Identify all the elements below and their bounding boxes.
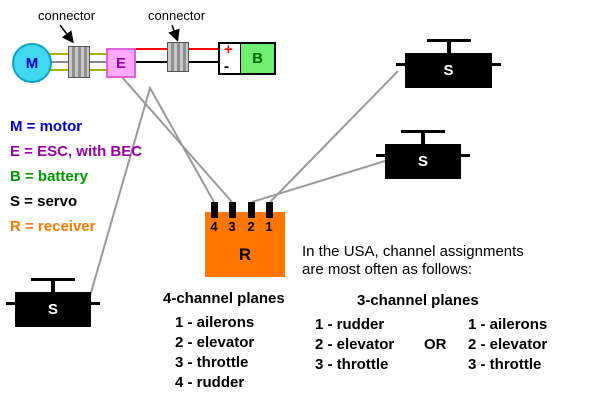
servo-mount-tab	[91, 302, 100, 305]
connector-callout-1: connector	[38, 8, 96, 23]
four-channel-item: 4 - rudder	[175, 374, 245, 391]
motor: M	[12, 43, 52, 83]
connector-arrow-2	[168, 24, 180, 42]
battery-cell: B	[240, 44, 274, 73]
receiver-pin-2	[248, 202, 255, 218]
servo-mount-tab	[376, 154, 385, 157]
connector-block-2	[167, 42, 189, 72]
connector-block-1	[68, 46, 90, 78]
wire-esc-to-receiver	[120, 75, 233, 203]
legend-item-servo: S = servo	[10, 193, 78, 210]
servo-mount-tab	[6, 302, 15, 305]
receiver-pin-number: 2	[247, 219, 255, 234]
servo-body: S	[405, 53, 492, 88]
servo-label: S	[417, 153, 428, 170]
esc-label: E	[115, 54, 126, 72]
four-channel-title: 4-channel planes	[163, 290, 285, 307]
receiver	[205, 212, 285, 277]
wire-servo1-to-receiver	[269, 70, 399, 203]
receiver-pin-4	[211, 202, 218, 218]
receiver-pin-number: 1	[265, 219, 273, 234]
four-channel-item: 2 - elevator	[175, 334, 255, 351]
esc: E	[106, 48, 136, 78]
servo-mount-tab	[461, 154, 470, 157]
servo-mount-tab	[396, 63, 405, 66]
three-channel-right-item: 3 - throttle	[468, 356, 542, 373]
usa-note-line-2: are most often as follows:	[302, 261, 473, 278]
receiver-label: R	[238, 245, 252, 264]
battery-minus-sign: -	[224, 58, 229, 75]
servo-mount-tab	[492, 63, 501, 66]
usa-note-line-1: In the USA, channel assignments	[302, 243, 524, 260]
motor-label: M	[25, 54, 39, 72]
battery: + - B	[218, 41, 276, 75]
battery-terminals: + -	[220, 41, 240, 75]
battery-plus-sign: +	[224, 41, 233, 58]
four-channel-item: 1 - ailerons	[175, 314, 255, 331]
wire-servo2-to-receiver	[251, 160, 386, 203]
three-channel-title: 3-channel planes	[357, 292, 479, 309]
servo-label: S	[47, 301, 58, 318]
receiver-pin-number: 3	[228, 219, 236, 234]
three-channel-left-item: 1 - rudder	[315, 316, 385, 333]
legend-item-esc: E = ESC, with BEC	[10, 143, 143, 160]
legend-item-receiver: R = receiver	[10, 218, 96, 235]
servo-horn-stem	[421, 131, 425, 144]
receiver-pin-1	[266, 202, 273, 218]
servo-label: S	[443, 62, 454, 79]
servo-body: S	[385, 144, 461, 179]
servo-body: S	[15, 292, 91, 327]
connector-arrow-1	[59, 24, 74, 44]
four-channel-item: 3 - throttle	[175, 354, 249, 371]
three-channel-left-item: 3 - throttle	[315, 356, 389, 373]
receiver-pin-number: 4	[210, 219, 218, 234]
or-label: OR	[424, 336, 447, 353]
wire-servo3-to-receiver	[89, 85, 215, 297]
legend-item-battery: B = battery	[10, 168, 88, 185]
battery-label: B	[252, 50, 263, 67]
three-channel-right-item: 1 - ailerons	[468, 316, 548, 333]
connector-callout-2: connector	[148, 8, 206, 23]
three-channel-right-item: 2 - elevator	[468, 336, 548, 353]
servo-horn-stem	[446, 40, 451, 53]
servo-horn-stem	[51, 279, 55, 292]
three-channel-left-item: 2 - elevator	[315, 336, 395, 353]
receiver-pin-3	[229, 202, 236, 218]
legend-item-motor: M = motor	[10, 118, 83, 135]
